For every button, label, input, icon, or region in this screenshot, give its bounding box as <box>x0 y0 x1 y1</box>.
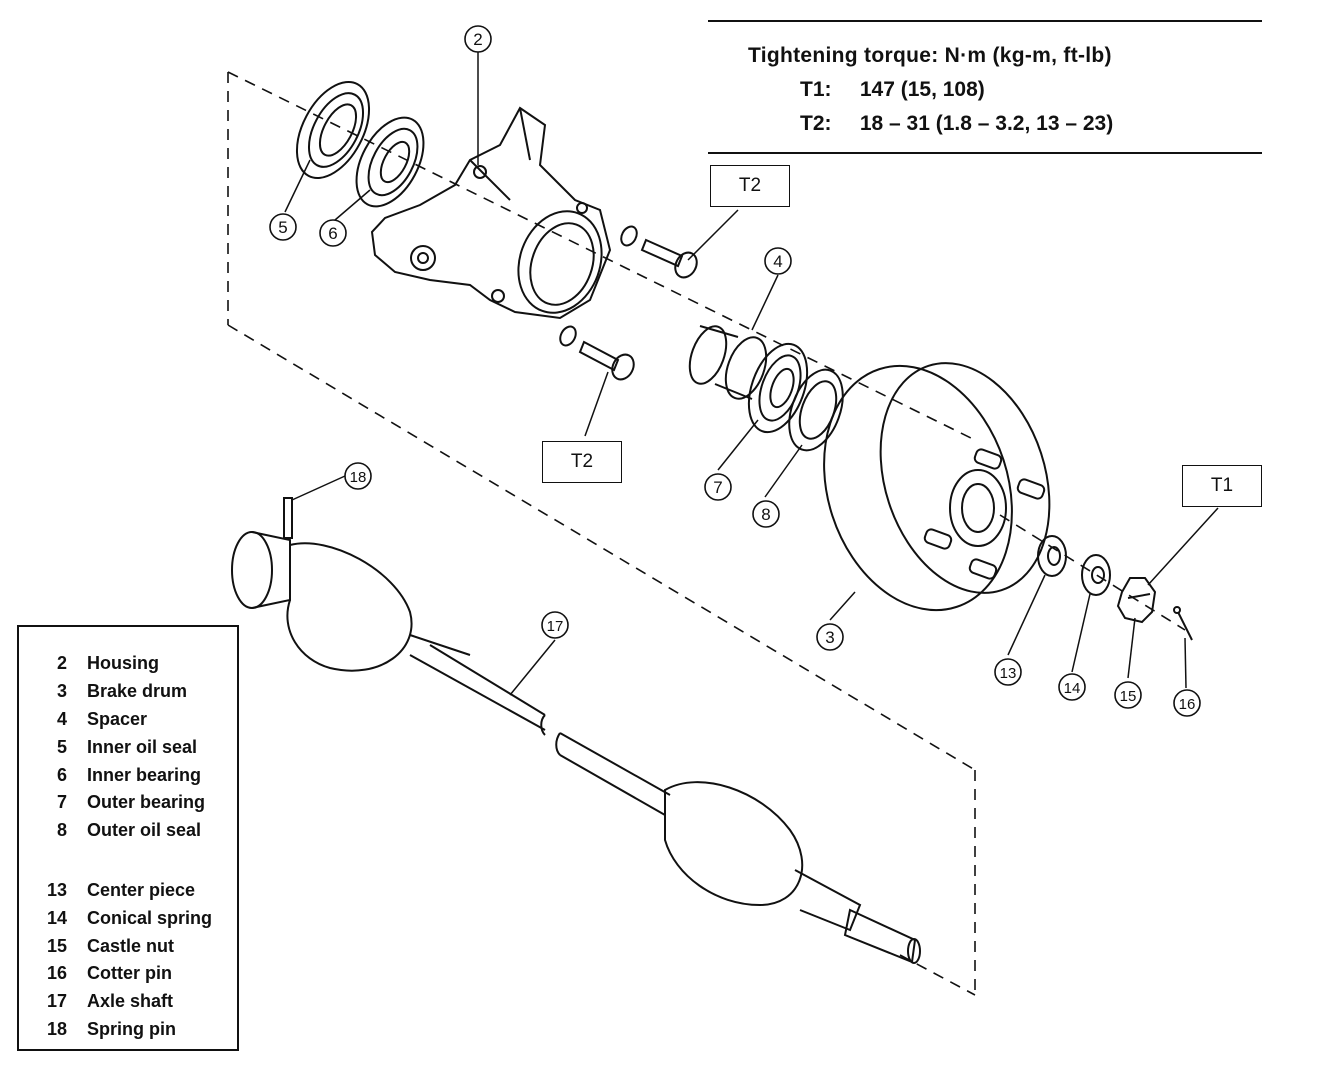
torque-value: 147 (15, 108) <box>859 78 985 101</box>
callout-16: 16 <box>1179 696 1196 713</box>
callout-13: 13 <box>1000 665 1017 682</box>
torque-row-t2: T2: 18 – 31 (1.8 – 3.2, 13 – 23) <box>800 112 1113 136</box>
callout-15: 15 <box>1120 688 1137 705</box>
callout-8: 8 <box>761 505 770 524</box>
conical-spring-part <box>1081 554 1111 596</box>
callout-18: 18 <box>350 469 367 486</box>
spring-pin-part <box>283 497 293 539</box>
callout-6: 6 <box>328 224 337 243</box>
callout-14: 14 <box>1064 680 1081 697</box>
inner-bearing-part <box>355 116 425 208</box>
callout-4: 4 <box>773 252 782 271</box>
brake-drum-part <box>823 362 1051 612</box>
callout-2: 2 <box>473 30 482 49</box>
leader-lines <box>284 52 1219 696</box>
callout-circles <box>269 25 1201 717</box>
cotter-pin-part <box>1173 606 1193 641</box>
upper-washer-bolt <box>620 225 698 279</box>
callout-5: 5 <box>278 218 287 237</box>
lower-washer-bolt <box>559 325 635 381</box>
torque-row-t1: T1: 147 (15, 108) <box>800 78 985 102</box>
spacer-part <box>688 325 768 400</box>
torque-tag-t2-lower: T2 <box>542 441 622 483</box>
callout-7: 7 <box>713 478 722 497</box>
torque-tag-t1: T1 <box>1182 465 1262 507</box>
torque-key: T1: <box>800 78 832 101</box>
inner-oil-seal-part <box>295 80 371 180</box>
callout-17: 17 <box>547 618 564 635</box>
axle-shaft-part <box>231 531 921 964</box>
castle-nut-part <box>1116 577 1157 624</box>
callout-3: 3 <box>825 628 834 647</box>
outer-oil-seal-part <box>788 368 844 452</box>
torque-value: 18 – 31 (1.8 – 3.2, 13 – 23) <box>859 112 1114 135</box>
torque-title: Tightening torque: N·m (kg-m, ft-lb) <box>748 44 1112 67</box>
torque-tag-t2-upper: T2 <box>710 165 790 207</box>
housing-part <box>370 106 612 320</box>
torque-spec-panel: Tightening torque: N·m (kg-m, ft-lb) T1:… <box>708 20 1262 154</box>
outer-bearing-part <box>747 342 809 434</box>
center-piece-part <box>1037 535 1067 577</box>
dashed-axis-lines <box>227 71 1186 996</box>
torque-key: T2: <box>800 112 832 135</box>
